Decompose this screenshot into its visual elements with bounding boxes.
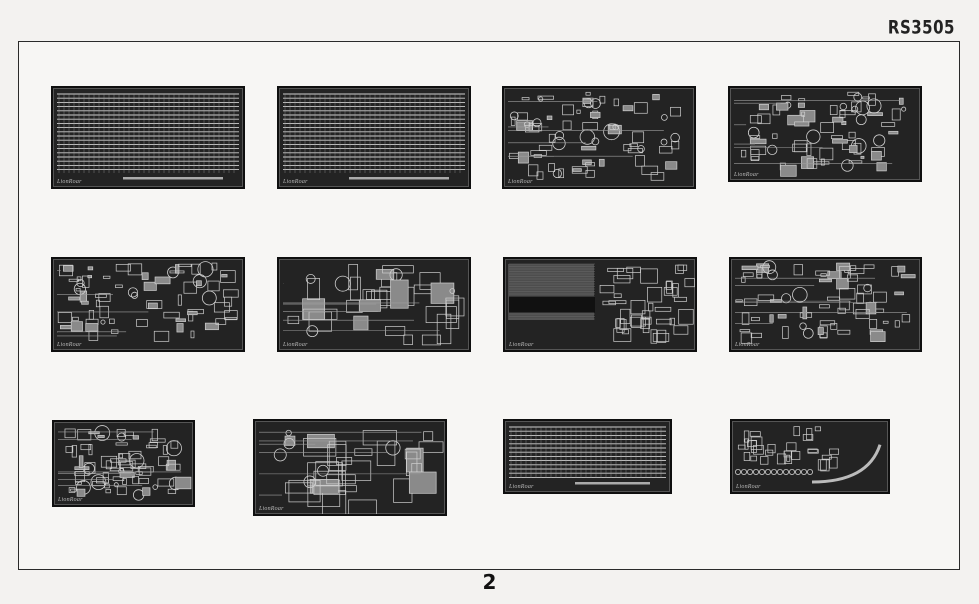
photo-etch-sheet: LionRoar xyxy=(728,86,922,182)
sheet-brand: LionRoar xyxy=(735,342,760,348)
product-code: RS3505 xyxy=(887,16,955,39)
sheet-brand: LionRoar xyxy=(58,497,83,503)
sheet-brand: LionRoar xyxy=(57,342,82,348)
sheet-brand: LionRoar xyxy=(283,342,308,348)
etched-parts-pattern xyxy=(734,91,907,177)
sheet-brand: LionRoar xyxy=(736,484,761,490)
photo-etch-sheet: LionRoar xyxy=(51,257,245,352)
etched-parts-pattern xyxy=(57,261,239,342)
sheet-brand: LionRoar xyxy=(57,179,82,185)
photo-etch-sheet: LionRoar xyxy=(729,257,922,352)
sheet-brand: LionRoar xyxy=(283,179,308,185)
photo-etch-sheet: LionRoar xyxy=(52,420,195,507)
etched-parts-pattern xyxy=(58,425,192,501)
etched-parts-pattern xyxy=(509,426,666,485)
etched-parts-pattern xyxy=(508,91,681,181)
photo-etch-sheet: LionRoar xyxy=(51,86,245,189)
sheet-brand: LionRoar xyxy=(734,172,759,178)
photo-etch-sheet: LionRoar xyxy=(503,419,672,494)
etched-parts-pattern xyxy=(57,93,239,180)
photo-etch-sheet: LionRoar xyxy=(730,419,890,494)
etched-parts-pattern xyxy=(283,264,465,346)
etched-parts-pattern xyxy=(735,260,916,344)
photo-etch-sheet: LionRoar xyxy=(253,419,447,516)
photo-etch-sheet: LionRoar xyxy=(277,257,471,352)
sheet-brand: LionRoar xyxy=(509,342,534,348)
etched-parts-pattern xyxy=(283,93,465,180)
photo-etch-sheet: LionRoar xyxy=(503,257,697,352)
page-number: 2 xyxy=(482,570,497,594)
photo-etch-sheet: LionRoar xyxy=(277,86,471,189)
sheet-brand: LionRoar xyxy=(508,179,533,185)
sheet-brand: LionRoar xyxy=(509,484,534,490)
sheet-brand: LionRoar xyxy=(259,506,284,512)
etched-parts-pattern xyxy=(259,429,444,514)
etched-parts-pattern xyxy=(508,263,695,344)
etched-parts-pattern xyxy=(735,426,882,484)
photo-etch-sheet: LionRoar xyxy=(502,86,696,189)
